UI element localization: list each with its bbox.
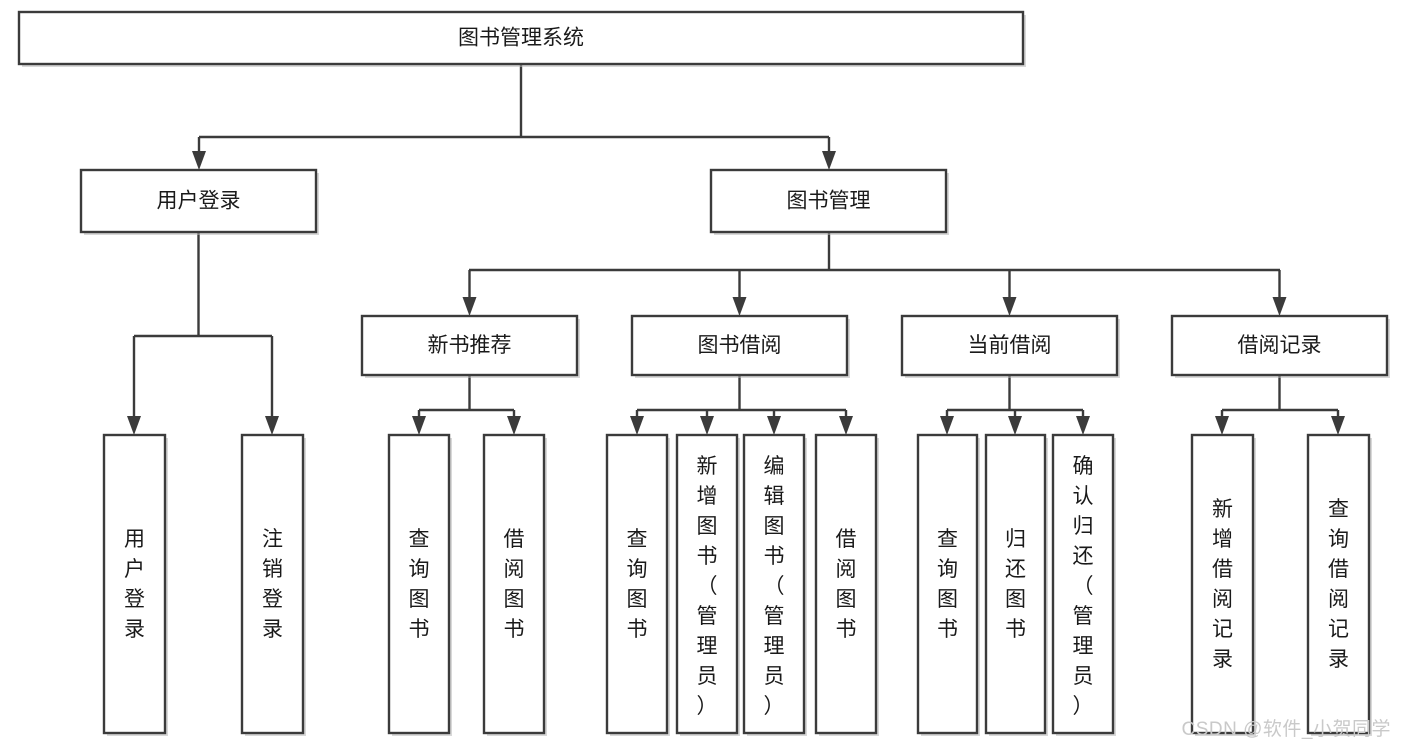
node-leaf-add-borrow-record[interactable]: 新增借阅记录 [1190,433,1256,736]
arrow-head-icon [127,416,141,435]
node-box[interactable] [387,433,451,735]
node-leaf-query-borrow-record[interactable]: 查询借阅记录 [1306,433,1372,736]
arrow-head-icon [940,416,954,435]
arrow-head-icon [1008,416,1022,435]
arrow-head-icon [700,416,714,435]
arrow-head-icon [462,297,477,316]
node-label: 图书管理 [787,190,871,213]
node-book-borrow[interactable]: 图书借阅 [630,314,850,378]
node-leaf-edit-book-admin[interactable]: 编辑图书（管理员） [742,433,807,736]
node-label: 借阅图书 [836,528,857,641]
node-label: 用户登录 [124,528,145,641]
node-box[interactable] [630,314,849,377]
node-leaf-query-book-borrow[interactable]: 查询图书 [605,433,670,736]
node-leaf-return-book[interactable]: 归还图书 [984,433,1048,736]
node-box[interactable] [984,433,1047,735]
node-box[interactable] [240,433,305,735]
node-leaf-borrow-book[interactable]: 借阅图书 [814,433,879,736]
node-label: 新增借阅记录 [1212,498,1233,671]
arrow-head-icon [767,416,781,435]
node-box[interactable] [482,433,546,735]
node-box[interactable] [17,10,1025,66]
arrow-head-icon [507,416,521,435]
node-label: 注销登录 [262,528,283,641]
arrow-head-icon [265,416,279,435]
arrow-head-icon [1272,297,1287,316]
node-leaf-add-book-admin[interactable]: 新增图书（管理员） [675,433,740,736]
node-label: 新增图书（管理员） [697,455,718,718]
arrow-head-icon [1331,416,1345,435]
node-leaf-confirm-return-admin[interactable]: 确认归还（管理员） [1051,433,1116,736]
node-label: 图书管理系统 [458,27,584,50]
node-box[interactable] [102,433,167,735]
csdn-watermark: CSDN @软件_小贺同学 [1181,719,1391,740]
node-box[interactable] [814,433,878,735]
node-label: 查询图书 [627,528,648,641]
node-leaf-user-logout[interactable]: 注销登录 [240,433,306,736]
node-label: 归还图书 [1005,528,1026,641]
node-leaf-query-book-current[interactable]: 查询图书 [916,433,980,736]
node-label: 查询借阅记录 [1328,498,1349,671]
node-label: 当前借阅 [968,334,1052,357]
node-label: 确认归还（管理员） [1073,455,1094,718]
node-box[interactable] [916,433,979,735]
arrow-head-icon [1002,297,1017,316]
node-box[interactable] [742,433,806,735]
node-label: 查询图书 [409,528,430,641]
arrow-head-icon [732,297,747,316]
node-box[interactable] [1190,433,1255,735]
node-leaf-query-book-rec[interactable]: 查询图书 [387,433,452,736]
connector-layer [127,64,1345,435]
node-label: 用户登录 [157,190,241,213]
node-label: 图书借阅 [698,334,782,357]
node-borrow-record[interactable]: 借阅记录 [1170,314,1390,378]
node-label: 编辑图书（管理员） [764,455,785,718]
arrow-head-icon [192,151,206,170]
node-box[interactable] [79,168,318,234]
node-label: 借阅记录 [1238,334,1322,357]
node-box[interactable] [675,433,739,735]
node-root[interactable]: 图书管理系统 [17,10,1026,67]
node-label: 查询图书 [937,528,958,641]
node-label: 借阅图书 [504,528,525,641]
node-leaf-borrow-book-rec[interactable]: 借阅图书 [482,433,547,736]
node-user-login[interactable]: 用户登录 [79,168,319,235]
node-box[interactable] [1170,314,1389,377]
arrow-head-icon [630,416,644,435]
arrow-head-icon [1076,416,1090,435]
arrow-head-icon [412,416,426,435]
node-book-manage[interactable]: 图书管理 [709,168,949,235]
arrow-head-icon [822,151,836,170]
arrow-head-icon [839,416,853,435]
node-box[interactable] [360,314,579,377]
node-box[interactable] [709,168,948,234]
node-new-book-recommend[interactable]: 新书推荐 [360,314,580,378]
node-label: 新书推荐 [428,334,512,357]
node-box[interactable] [1051,433,1115,735]
node-box[interactable] [1306,433,1371,735]
arrow-head-icon [1215,416,1229,435]
node-box[interactable] [900,314,1119,377]
node-leaf-user-login[interactable]: 用户登录 [102,433,168,736]
node-current-borrow[interactable]: 当前借阅 [900,314,1120,378]
node-box[interactable] [605,433,669,735]
node-layer: 图书管理系统用户登录图书管理新书推荐图书借阅当前借阅借阅记录用户登录注销登录查询… [17,10,1390,736]
